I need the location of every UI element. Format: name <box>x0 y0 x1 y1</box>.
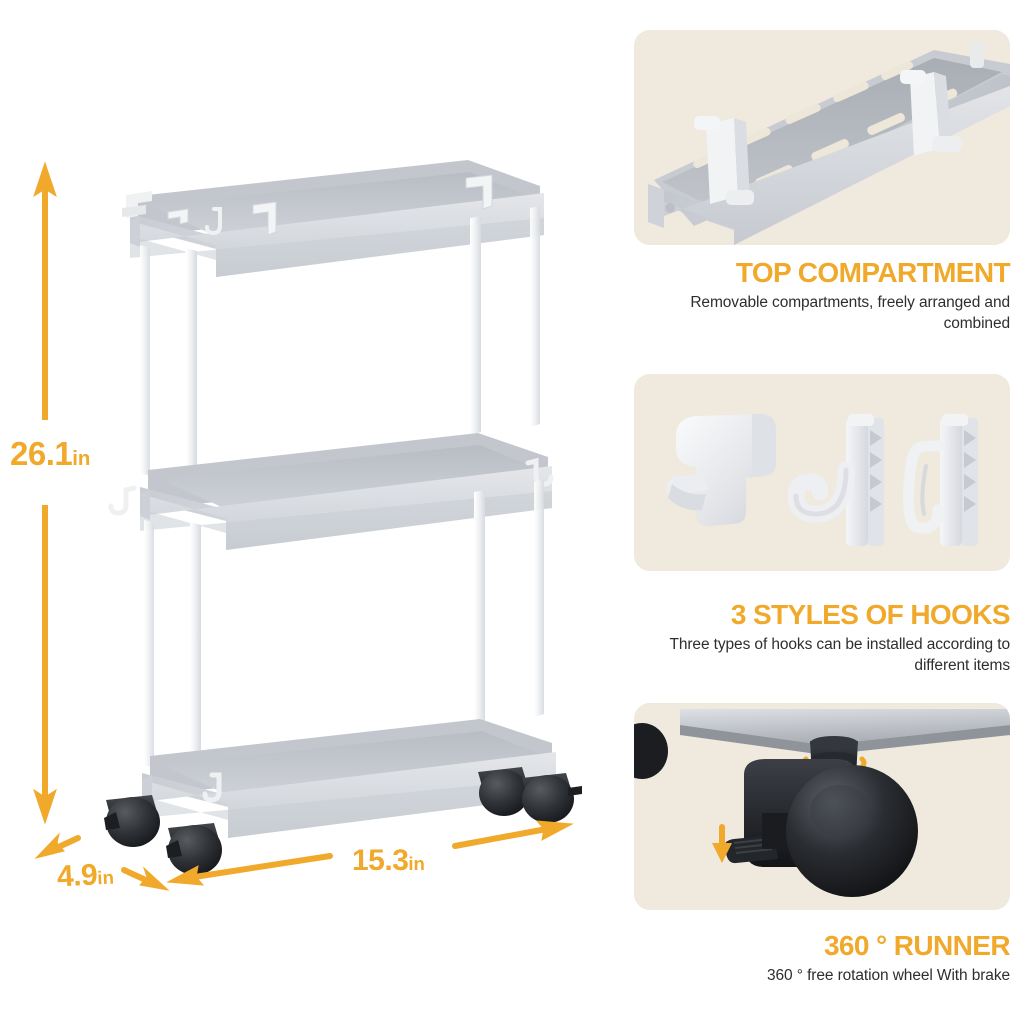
caption-runner: 360 ° RUNNER 360 ° free rotation wheel W… <box>634 930 1011 987</box>
top-compartment-photo <box>634 30 1010 245</box>
dimension-label-width: 15.3in <box>352 844 425 877</box>
feature-panel-runner <box>634 703 1010 910</box>
height-arrow-down-head <box>33 788 57 825</box>
heading-hooks: 3 STYLES OF HOOKS <box>730 599 1011 630</box>
width-arrow-shaft-right <box>452 825 555 849</box>
removable-divider-1 <box>694 116 754 205</box>
hook-style-j-hook <box>787 414 884 546</box>
cart-tier-bottom <box>142 719 556 838</box>
wheel-front-right <box>522 773 582 823</box>
wheel-back-left <box>104 795 160 847</box>
brake-arrow <box>712 824 732 863</box>
hook-bottom-front <box>202 772 222 803</box>
heading-top-compartment: TOP COMPARTMENT <box>735 257 1011 288</box>
description-top-compartment: Removable compartments, freely arranged … <box>690 294 1010 333</box>
width-arrow-right-head <box>535 820 574 841</box>
heading-runner: 360 ° RUNNER <box>823 930 1011 961</box>
depth-arrow-left-head <box>34 832 65 859</box>
width-arrow-shaft-left <box>185 853 333 881</box>
description-hooks: Three types of hooks can be installed ac… <box>669 636 1010 675</box>
cart-poles-lower <box>144 480 544 768</box>
width-arrow-left-head <box>166 865 205 886</box>
cart-illustration <box>33 160 582 891</box>
caption-top-compartment: TOP COMPARTMENT Removable compartments, … <box>634 258 1010 335</box>
hook-left-middle <box>108 485 137 516</box>
removable-divider-2 <box>900 70 962 156</box>
product-hero: 26.1in 4.9in 15.3in <box>10 160 582 894</box>
dimension-arrows <box>33 161 574 891</box>
brake-pedal <box>724 813 788 864</box>
wheel-front-left <box>166 823 222 875</box>
dimension-label-depth: 4.9in <box>56 858 115 894</box>
cart-wheels <box>104 767 582 875</box>
dimension-label-height: 26.1in <box>10 435 91 472</box>
feature-panel-hooks <box>634 374 1010 571</box>
depth-arrow-right-head <box>139 866 170 891</box>
top-tray-divider-clips <box>167 174 493 236</box>
hook-style-large-clamp <box>665 414 776 527</box>
feature-panel-top-compartment <box>634 30 1010 245</box>
description-runner: 360 ° free rotation wheel With brake <box>767 967 1010 985</box>
cart-tier-top <box>122 160 544 277</box>
height-arrow-up-head <box>33 161 57 198</box>
wheel-back-right <box>478 767 530 816</box>
hooks-photo <box>634 374 1010 571</box>
cart-poles-upper <box>140 206 540 476</box>
caster-wheel-photo <box>634 703 1010 910</box>
cart-tier-middle <box>108 433 554 550</box>
hook-style-loop-hook <box>902 414 978 546</box>
caption-hooks: 3 STYLES OF HOOKS Three types of hooks c… <box>634 600 1010 677</box>
